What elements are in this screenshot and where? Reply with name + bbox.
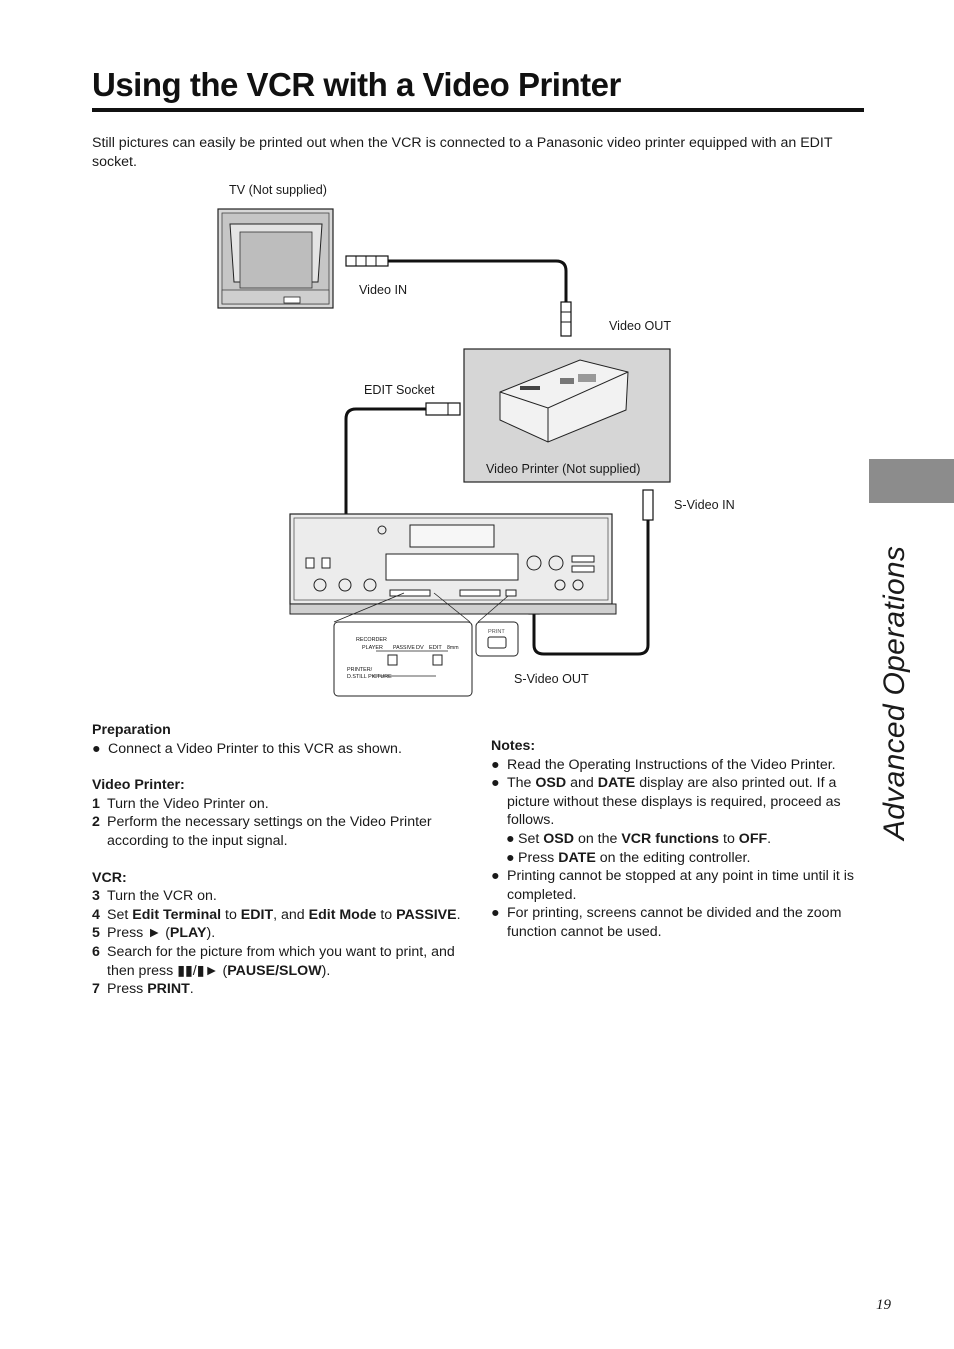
tv-illustration [217, 208, 334, 309]
note-3: ●Printing cannot be stopped at any point… [491, 868, 855, 903]
video-printer-heading: Video Printer: [92, 777, 185, 794]
print-callout [475, 595, 519, 657]
bullet-icon: ● [506, 849, 515, 866]
video-cable [345, 255, 572, 337]
note-2-sub-2: ● Press DATE on the editing controller. [506, 849, 751, 866]
s-video-in-label: S-Video IN [674, 498, 735, 512]
switch-callout [333, 592, 473, 697]
video-printer-label: Video Printer (Not supplied) [486, 462, 641, 476]
instructions-column: Preparation ● Connect a Video Printer to… [92, 721, 462, 999]
section-label: Advanced Operations [878, 545, 911, 840]
video-in-label: Video IN [359, 283, 408, 297]
notes-column: Notes: ●Read the Operating Instructions … [491, 737, 861, 942]
switch-label-8mm: 8mm [447, 645, 459, 651]
step-4: 4 Set Edit Terminal to EDIT, and Edit Mo… [92, 906, 461, 923]
note-1: ●Read the Operating Instructions of the … [491, 756, 836, 773]
bullet-icon: ● [491, 905, 500, 922]
video-printer-illustration [463, 348, 671, 483]
section-tab [869, 459, 954, 503]
bullet-icon: ● [491, 868, 500, 885]
preparation-item: ● Connect a Video Printer to this VCR as… [92, 740, 402, 757]
switch-label-still-picture: D.STILL PICTURE [347, 674, 392, 680]
print-button-label: PRINT [488, 629, 505, 635]
bullet-icon: ● [506, 830, 515, 847]
title-rule [92, 108, 864, 112]
switch-label-edit: EDIT [429, 645, 442, 651]
page-title: Using the VCR with a Video Printer [92, 66, 621, 103]
note-2: ● The OSD and DATE display are also prin… [491, 775, 841, 829]
note-2-sub-1: ● Set OSD on the VCR functions to OFF. [506, 830, 772, 847]
step-6: 6 Search for the picture from which you … [92, 943, 455, 979]
connection-diagram: RECORDER PLAYER PASSIVE DV EDIT 8mm PRIN… [217, 183, 735, 697]
s-video-out-label: S-Video OUT [514, 672, 589, 686]
notes-heading: Notes: [491, 738, 536, 754]
bullet-icon: ● [491, 756, 500, 773]
switch-label-recorder: RECORDER [356, 637, 387, 643]
switch-label-player: PLAYER [362, 645, 383, 651]
intro-paragraph: Still pictures can easily be printed out… [92, 135, 833, 170]
switch-label-passive: PASSIVE [393, 645, 415, 651]
bullet-icon: ● [92, 740, 101, 757]
preparation-heading: Preparation [92, 722, 171, 738]
vcr-heading: VCR: [92, 869, 127, 886]
video-out-label: Video OUT [609, 319, 672, 333]
bullet-icon: ● [491, 775, 500, 792]
edit-socket-label: EDIT Socket [364, 383, 435, 397]
step-7: 7 Press PRINT. [92, 981, 194, 998]
vcr-illustration [289, 513, 617, 615]
switch-label-dv: DV [416, 645, 424, 651]
note-4: ●For printing, screens cannot be divided… [491, 905, 842, 940]
step-5: 5 Press ► (PLAY). [92, 925, 216, 942]
page-number: 19 [876, 1297, 891, 1313]
switch-label-printer: PRINTER/ [347, 667, 373, 673]
diagram-illustration: RECORDER PLAYER PASSIVE DV EDIT 8mm PRIN… [217, 208, 671, 697]
tv-label: TV (Not supplied) [229, 183, 327, 197]
